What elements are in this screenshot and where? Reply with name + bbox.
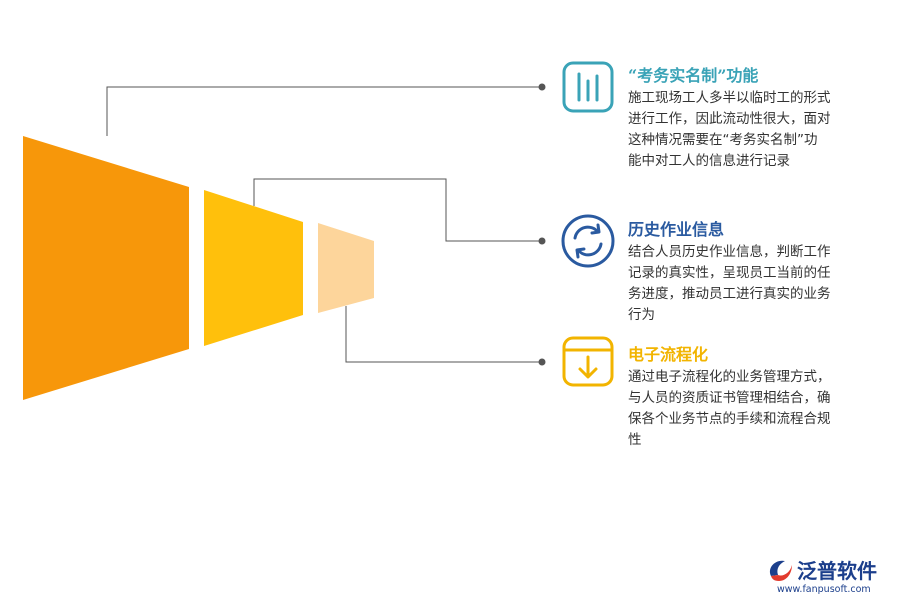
item-title: “考务实名制”功能 xyxy=(628,66,759,85)
item-description: 施工现场工人多半以临时工的形式 进行工作，因此流动性很大，面对 这种情况需要在“… xyxy=(628,88,876,172)
desc-line: 与人员的资质证书管理相结合，确 xyxy=(628,390,831,406)
desc-line: 记录的真实性，呈现员工当前的任 xyxy=(628,265,831,281)
bar-chart-icon xyxy=(562,61,614,113)
desc-line: 能中对工人的信息进行记录 xyxy=(628,153,790,169)
desc-line: 这种情况需要在“考务实名制”功 xyxy=(628,132,818,148)
desc-line: 务进度，推动员工进行真实的业务 xyxy=(628,286,831,302)
item-description: 结合人员历史作业信息，判断工作 记录的真实性，呈现员工当前的任 务进度，推动员工… xyxy=(628,242,876,326)
brand-logo: 泛普软件 www.fanpusoft.com xyxy=(765,552,895,596)
connector-line-2 xyxy=(253,178,541,242)
item-history-info: 历史作业信息 结合人员历史作业信息，判断工作 记录的真实性，呈现员工当前的任 务… xyxy=(628,220,876,326)
trapezoid-large xyxy=(23,136,189,400)
item-title: 历史作业信息 xyxy=(628,220,725,239)
download-box-icon xyxy=(562,336,614,387)
trapezoid-small xyxy=(318,223,374,313)
desc-line: 结合人员历史作业信息，判断工作 xyxy=(628,244,831,260)
refresh-icon xyxy=(561,214,615,268)
item-exam-realname: “考务实名制”功能 施工现场工人多半以临时工的形式 进行工作，因此流动性很大，面… xyxy=(628,66,876,172)
item-description: 通过电子流程化的业务管理方式， 与人员的资质证书管理相结合，确 保各个业务节点的… xyxy=(628,367,876,451)
connector-dot-1 xyxy=(538,83,546,91)
desc-line: 行为 xyxy=(628,307,655,323)
item-title: 电子流程化 xyxy=(628,345,709,364)
desc-line: 施工现场工人多半以临时工的形式 xyxy=(628,90,831,106)
desc-line: 通过电子流程化的业务管理方式， xyxy=(628,369,831,385)
fanpu-logo-icon xyxy=(769,560,792,581)
desc-line: 进行工作，因此流动性很大，面对 xyxy=(628,111,831,127)
trapezoid-medium xyxy=(204,190,303,346)
brand-name: 泛普软件 xyxy=(797,559,877,583)
brand-url: www.fanpusoft.com xyxy=(777,584,871,595)
item-electronic-process: 电子流程化 通过电子流程化的业务管理方式， 与人员的资质证书管理相结合，确 保各… xyxy=(628,345,876,451)
connector-line-1 xyxy=(106,86,541,136)
desc-line: 保各个业务节点的手续和流程合规 xyxy=(628,411,831,427)
connector-dot-2 xyxy=(538,237,546,245)
desc-line: 性 xyxy=(628,432,642,448)
connector-line-3 xyxy=(345,306,541,363)
connector-dot-3 xyxy=(538,358,546,366)
